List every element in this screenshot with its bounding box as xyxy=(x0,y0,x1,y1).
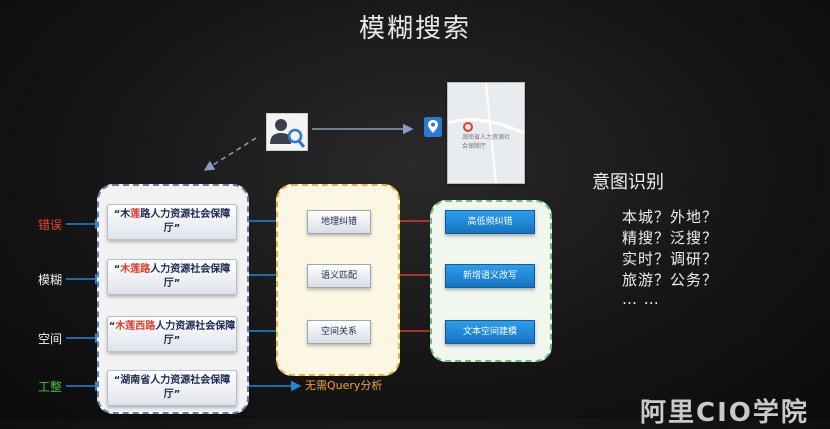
intent-line: 精搜？泛搜？ xyxy=(622,229,719,247)
query-text: 人力资源社会保障厅” xyxy=(150,264,231,289)
query-box-error: “木莲路人力资源社会保障厅” xyxy=(107,204,237,240)
label-space: 空间 xyxy=(38,332,63,346)
map-result-card: 湖南省人力资源社会保障厅 xyxy=(447,82,525,184)
analysis-panel-header xyxy=(316,167,356,181)
query-highlight: 木莲路 xyxy=(120,264,151,275)
map-marker-icon xyxy=(463,122,473,132)
label-exact: 工整 xyxy=(38,380,63,394)
label-error: 错误 xyxy=(38,218,63,232)
intent-title: 意图识别 xyxy=(592,172,664,193)
intent-line: 旅游？公务？ xyxy=(622,271,719,289)
label-fuzzy: 模糊 xyxy=(38,273,63,287)
intent-line: 实时？调研？ xyxy=(622,250,719,268)
slide-title: 模糊搜索 xyxy=(358,14,471,44)
analysis-item-spatial-relation: 空间关系 xyxy=(307,320,371,344)
strategy-item-semantic-rewrite: 新增语义改写 xyxy=(445,264,535,288)
intent-line: … … xyxy=(622,290,660,308)
watermark: 阿里CIO学院 xyxy=(640,398,809,428)
query-text: “ xyxy=(113,264,121,275)
user-search-icon xyxy=(266,113,308,151)
query-text: “木 xyxy=(113,209,131,220)
query-box-fuzzy: “木莲路人力资源社会保障厅” xyxy=(107,259,237,295)
strategy-item-spatial-modeling: 文本空间建模 xyxy=(445,320,535,344)
query-text: 路人力资源社会保障厅” xyxy=(140,209,231,234)
query-text: “ xyxy=(108,321,116,332)
analysis-item-geo-correction: 地理纠错 xyxy=(307,210,371,234)
query-box-space: “木莲西路人力资源社会保障厅” xyxy=(107,316,237,352)
location-pin-icon xyxy=(424,117,442,137)
query-text: “湖南省人力资源社会保障厅” xyxy=(113,375,231,400)
map-card-text: 湖南省人力资源社会保障厅 xyxy=(462,134,511,150)
analysis-item-semantic-match: 语义匹配 xyxy=(307,264,371,288)
query-box-exact: “湖南省人力资源社会保障厅” xyxy=(107,370,237,406)
intent-line: 本城？外地？ xyxy=(622,208,719,226)
query-highlight: 木莲西路 xyxy=(115,321,156,332)
no-query-note: 无需Query分析 xyxy=(305,379,383,392)
query-highlight: 莲 xyxy=(130,209,141,220)
query-text: 人力资源社会保障厅” xyxy=(155,321,236,346)
strategy-item-frequency-correction: 高低频纠错 xyxy=(445,210,535,234)
